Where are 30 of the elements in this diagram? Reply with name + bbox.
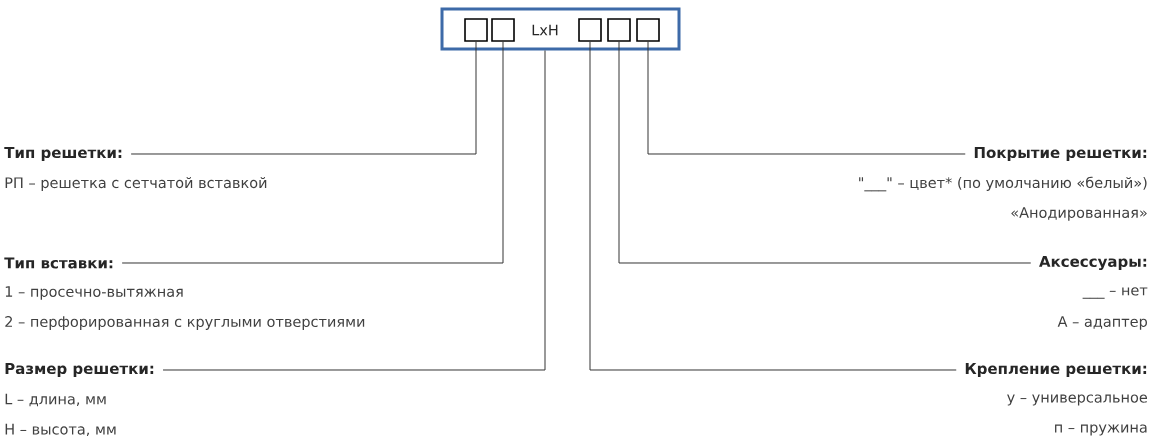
leader-line bbox=[647, 41, 966, 155]
description-text: 2 – перфорированная с круглыми отверстиями bbox=[5, 316, 365, 330]
description-text: H – высота, мм bbox=[5, 423, 116, 437]
code-square bbox=[491, 18, 515, 42]
leader-line bbox=[121, 41, 504, 264]
description-text: ___ – нет bbox=[1082, 287, 1148, 299]
code-square bbox=[578, 18, 602, 42]
code-text: LxH bbox=[532, 24, 558, 36]
description-text: «Анодированная» bbox=[1011, 207, 1147, 221]
code-frame bbox=[440, 7, 681, 51]
heading-text: Тип вставки: bbox=[4, 257, 113, 269]
description-text: у – универсальное bbox=[1007, 394, 1148, 406]
code-square bbox=[464, 18, 488, 42]
description-text: РП – решетка с сетчатой вставкой bbox=[5, 176, 267, 191]
heading-text: Тип решетки: bbox=[4, 146, 122, 161]
heading-text: Аксессуары: bbox=[1039, 255, 1147, 271]
leader-line bbox=[130, 41, 477, 155]
leader-line bbox=[618, 41, 1032, 264]
description-text: п – пружина bbox=[1055, 424, 1147, 436]
leader-line bbox=[162, 50, 546, 371]
heading-text: Размер решетки: bbox=[5, 362, 154, 377]
description-text: L – длина, мм bbox=[5, 393, 106, 407]
heading-text: Крепление решетки: bbox=[965, 362, 1147, 377]
description-text: 1 – просечно-вытяжная bbox=[5, 286, 183, 300]
description-text: "___" – цвет* (по умолчанию «белый») bbox=[859, 176, 1147, 192]
leader-line bbox=[589, 41, 957, 371]
description-text: А – адаптер bbox=[1057, 316, 1147, 330]
code-square bbox=[636, 18, 660, 42]
code-square bbox=[607, 18, 631, 42]
heading-text: Покрытие решетки: bbox=[974, 146, 1147, 161]
